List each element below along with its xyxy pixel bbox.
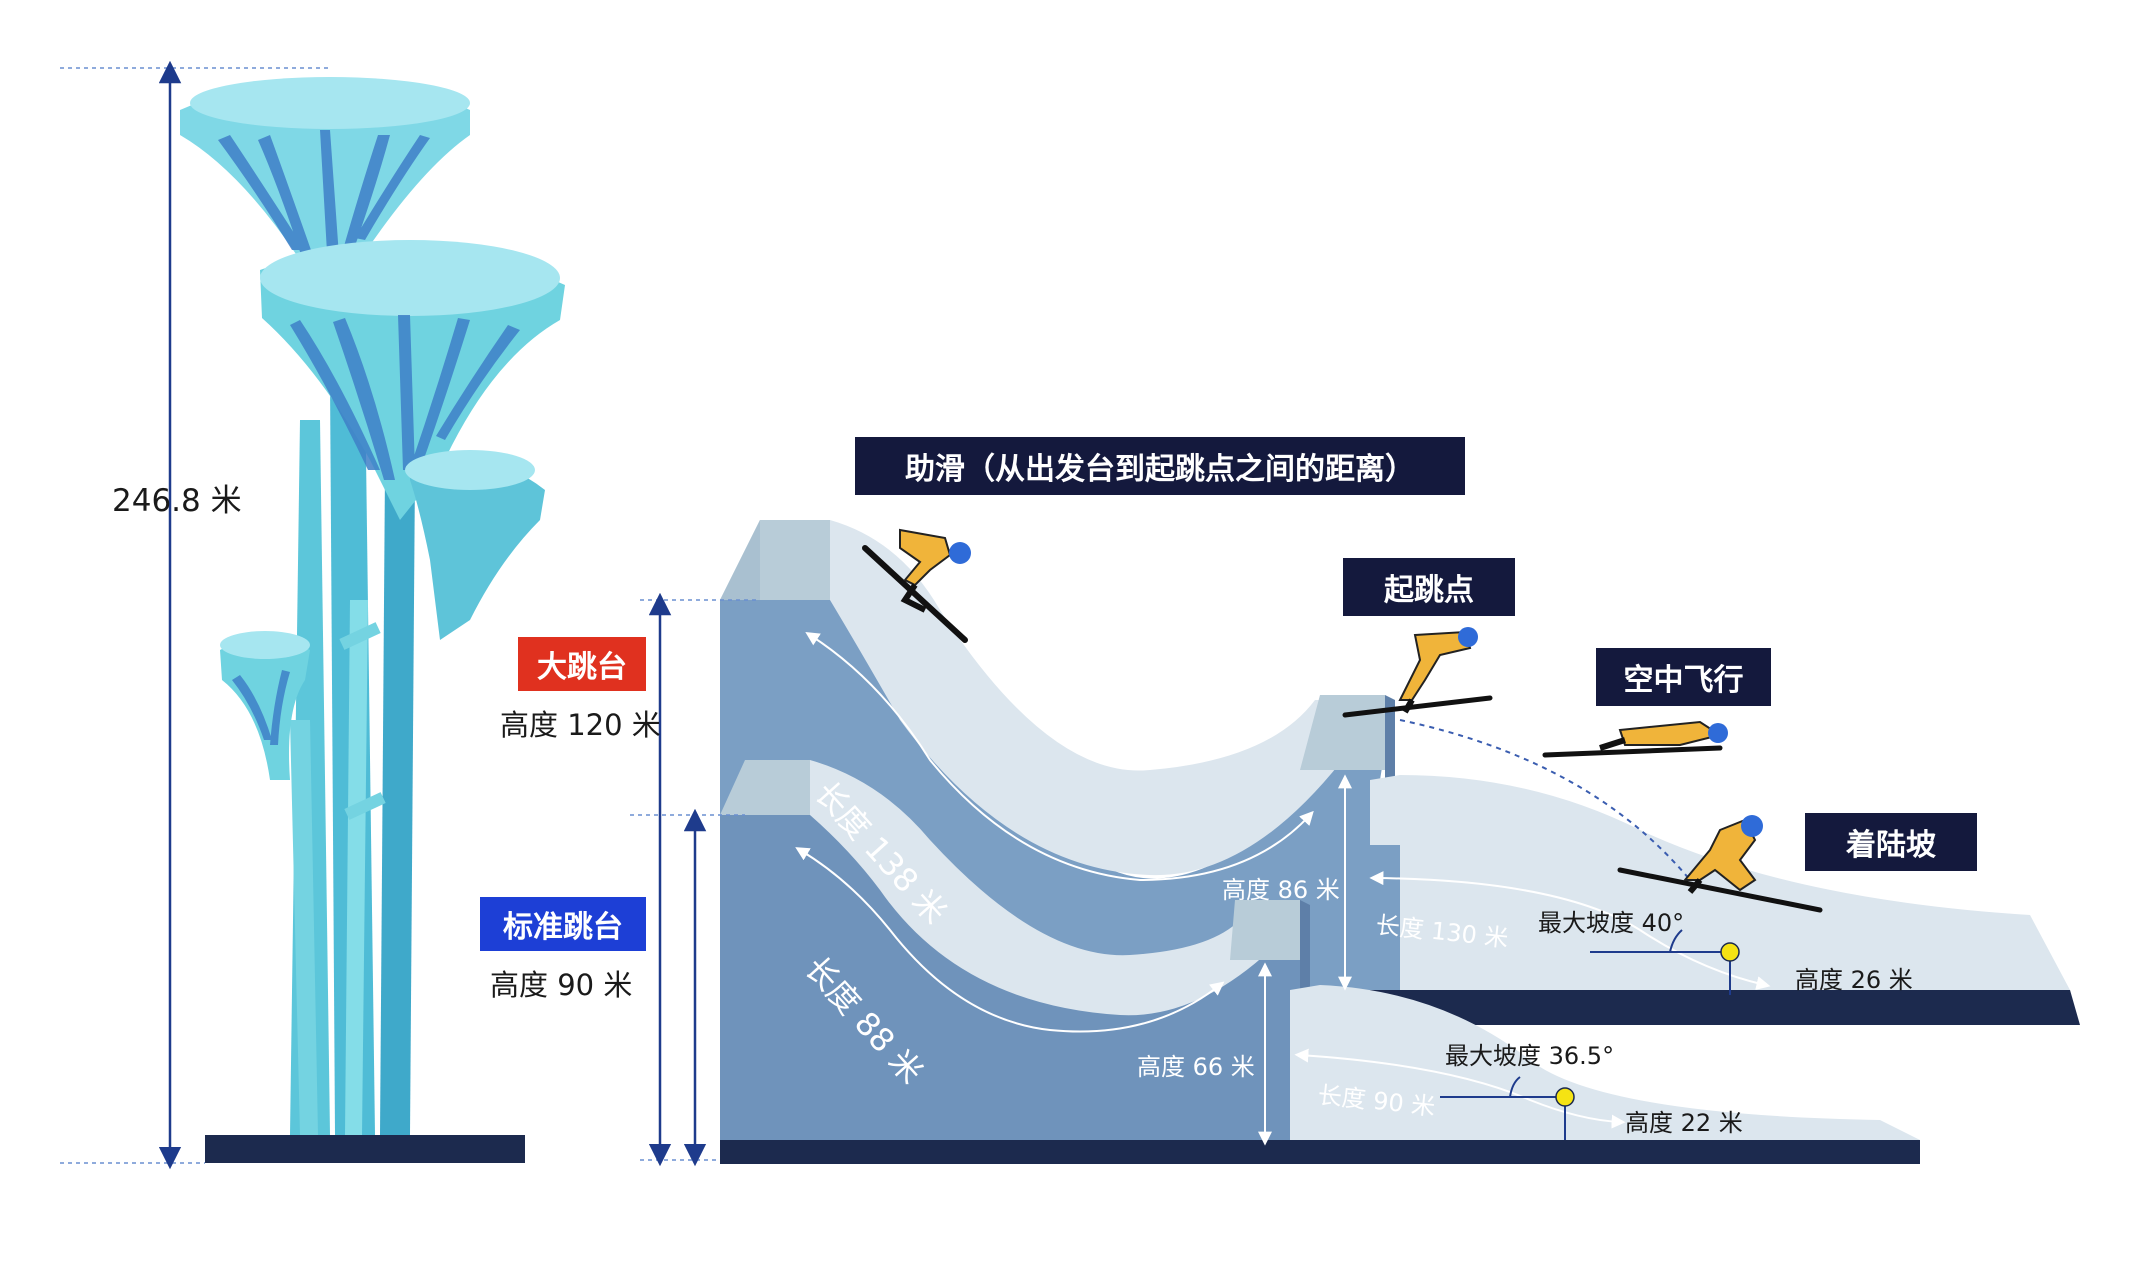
large-max-slope-label: 最大坡度 40° (1538, 909, 1685, 937)
skier-landing-icon (1617, 815, 1823, 913)
skier-takeoff-icon (1342, 627, 1493, 718)
takeoff-callout: 起跳点 (1343, 558, 1515, 616)
normal-landing-height-label: 高度 22 米 (1625, 1109, 1743, 1137)
flight-callout: 空中飞行 (1596, 648, 1771, 706)
large-landing-arrow (1369, 871, 1771, 990)
normal-slope-marker (1440, 1076, 1575, 1140)
tower-height-label: 246.8 米 (112, 483, 242, 519)
tower-base (205, 1135, 525, 1163)
inrun-callout: 助滑（从出发台到起跳点之间的距离） (855, 437, 1465, 495)
olympic-tower-illustration (180, 77, 565, 1163)
large-slope-marker (1590, 929, 1740, 995)
large-inrun-arrow (805, 631, 1314, 882)
skier-inrun-icon (862, 528, 971, 643)
normal-hill-tag: 标准跳台 (480, 897, 646, 951)
large-hill-height-label: 高度 120 米 (500, 708, 661, 742)
normal-hill-height-label: 高度 90 米 (490, 968, 633, 1002)
normal-takeoff-height-label: 高度 66 米 (1137, 1053, 1255, 1081)
large-takeoff-height-label: 高度 86 米 (1222, 876, 1340, 904)
normal-inrun-arrow (795, 847, 1225, 1033)
normal-max-slope-label: 最大坡度 36.5° (1445, 1042, 1615, 1070)
ground-base (720, 1140, 1920, 1164)
normal-landing-arrow (1294, 1048, 1626, 1129)
large-landing-height-label: 高度 26 米 (1795, 966, 1913, 994)
landing-callout: 着陆坡 (1805, 813, 1977, 871)
skier-flight-icon (1542, 720, 1728, 758)
large-hill-tag: 大跳台 (518, 637, 646, 691)
